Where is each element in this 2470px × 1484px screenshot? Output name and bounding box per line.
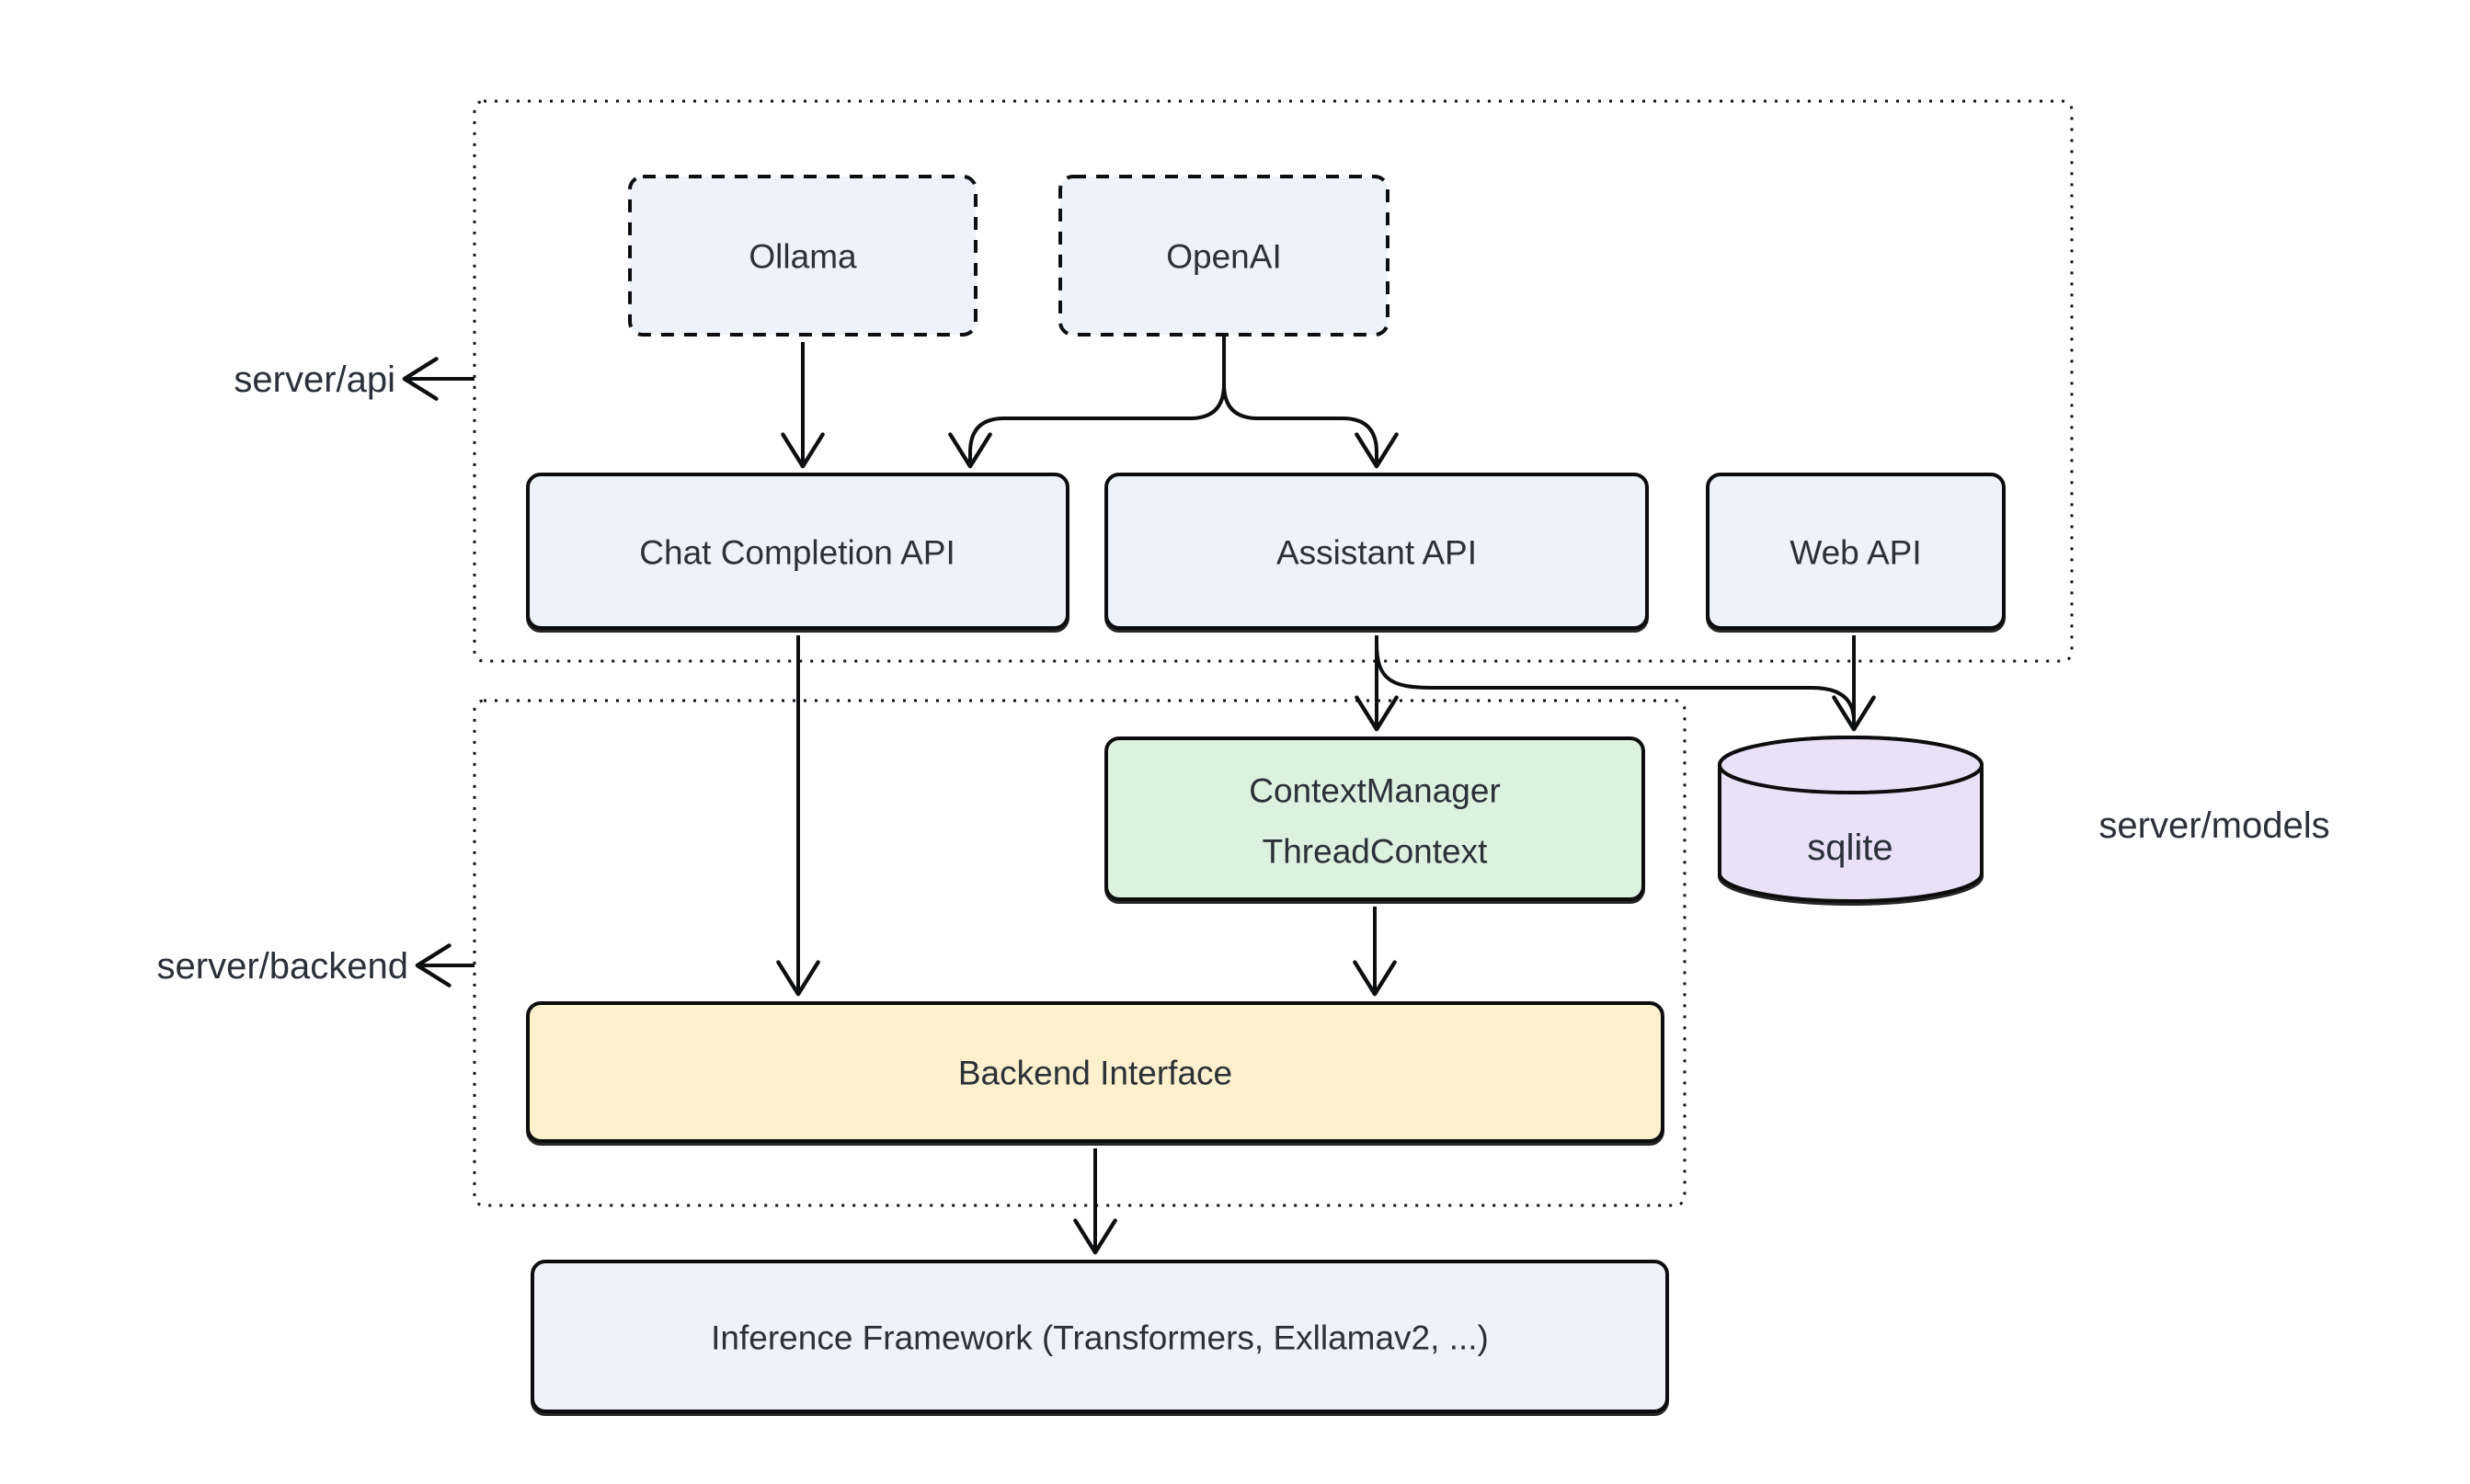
edge-openai-to-assistant-api [1222, 335, 1399, 469]
context-manager-label-line1: ContextManager [1249, 772, 1501, 810]
node-sqlite-cylinder [1717, 736, 1984, 903]
sqlite-cylinder-top-rim [1717, 736, 1984, 794]
server-backend-label: server/backend [157, 946, 408, 987]
context-manager-label-line2: ThreadContext [1263, 833, 1488, 871]
edge-assistant-api-to-sqlite [1375, 643, 1856, 725]
openai-label: OpenAI [1166, 238, 1281, 276]
assistant-api-label: Assistant API [1276, 534, 1477, 572]
sqlite-label: sqlite [1807, 828, 1893, 868]
node-inference-framework [531, 1260, 1669, 1413]
server-api-label: server/api [234, 360, 395, 400]
node-context-manager [1104, 736, 1645, 901]
node-chat-completion-api [526, 473, 1069, 630]
inference-framework-label: Inference Framework (Transformers, Exlla… [711, 1319, 1489, 1357]
backend-interface-label: Backend Interface [958, 1055, 1232, 1092]
node-assistant-api [1104, 473, 1649, 630]
ollama-label: Ollama [749, 238, 857, 276]
edge-openai-to-chat-api [948, 335, 1226, 469]
node-openai [1058, 175, 1389, 337]
node-backend-interface [526, 1001, 1664, 1143]
node-ollama [628, 175, 978, 337]
chat-completion-api-label: Chat Completion API [639, 534, 955, 572]
web-api-label: Web API [1790, 534, 1921, 572]
node-web-api [1706, 473, 2006, 630]
server-models-label: server/models [2098, 805, 2329, 846]
container-server-backend [473, 699, 1687, 1207]
